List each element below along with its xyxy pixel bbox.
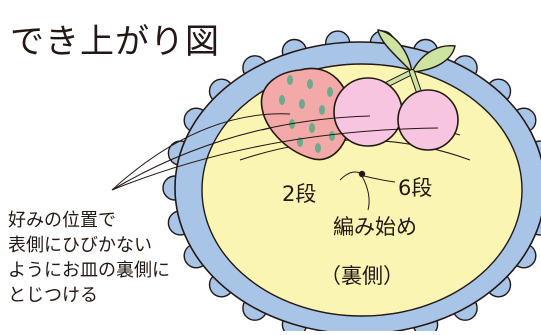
note-line: 好みの位置で (8, 210, 116, 231)
row-6-label: 6段 (398, 176, 433, 200)
note-line: 表側にひびかない (8, 235, 152, 256)
row-2-label: 2段 (282, 182, 317, 206)
page-title: でき上がり図 (10, 22, 220, 62)
note-line: ようにお皿の裏側に (8, 260, 170, 281)
start-label: 編み始め (333, 215, 417, 239)
start-point (358, 170, 366, 178)
cherry-motif-left (333, 77, 403, 147)
attach-note: 好みの位置で 表側にひびかない ようにお皿の裏側に とじつける (8, 208, 208, 308)
cherry-motif-right (397, 89, 459, 151)
attach-lines (111, 113, 439, 191)
note-line: とじつける (8, 285, 98, 306)
back-side-label: （裏側） (320, 264, 404, 288)
